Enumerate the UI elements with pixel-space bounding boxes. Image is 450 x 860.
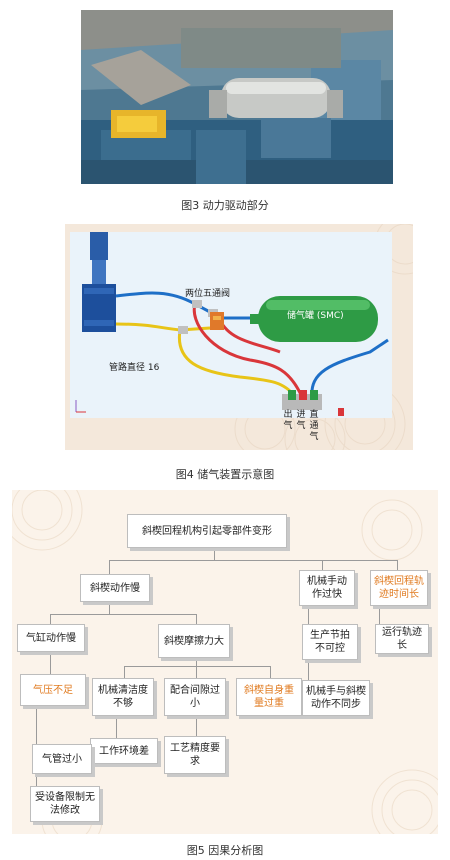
precision-box: 工艺精度要求 — [164, 736, 226, 774]
inlet-label: 进气 — [296, 410, 306, 431]
equip-limit-box: 受设备限制无法修改 — [30, 786, 100, 822]
diagram-panel — [70, 232, 392, 418]
figure5-caption: 图5 因果分析图 — [186, 844, 264, 857]
pipe-small-box: 气管过小 — [32, 744, 92, 774]
cylinder-slow-box: 气缸动作慢 — [17, 624, 85, 652]
air-storage-diagram: 两位五通阀 储气罐 (SMC) 管路直径 16 出气 进气 直通气 — [65, 224, 413, 450]
weight-box: 斜楔自身重量过重 — [236, 678, 302, 716]
figure3-caption: 图3 动力驱动部分 — [181, 199, 269, 212]
track-time-box: 斜楔回程轨迹时间长 — [370, 570, 428, 606]
robot-fast-box: 机械手动作过快 — [299, 570, 355, 606]
tank-label: 储气罐 (SMC) — [287, 311, 344, 321]
robot-sync-box: 机械手与斜楔动作不同步 — [302, 680, 370, 716]
direct-label: 直通气 — [309, 410, 319, 442]
valve-label: 两位五通阀 — [185, 289, 231, 299]
clean-box: 机械清洁度不够 — [92, 678, 154, 716]
pipe-label: 管路直径 16 — [109, 363, 160, 373]
track-long-box: 运行轨迹长 — [375, 624, 429, 654]
cylinder-rod — [90, 232, 108, 260]
outlet-label: 出气 — [283, 410, 293, 431]
power-drive-photo — [81, 10, 393, 184]
rhythm-box: 生产节拍不可控 — [302, 624, 358, 660]
figure4-caption: 图4 储气装置示意图 — [175, 468, 275, 481]
friction-box: 斜楔摩擦力大 — [158, 624, 230, 658]
env-box: 工作环境差 — [90, 738, 158, 764]
gap-box: 配合间隙过小 — [164, 678, 226, 716]
cause-effect-diagram: 斜楔回程机构引起零部件变形 斜楔动作慢 机械手动作过快 斜楔回程轨迹时间长 气缸… — [12, 490, 438, 834]
valve-icon — [210, 312, 224, 330]
pneumatic-schematic — [75, 232, 389, 416]
slow-action-box: 斜楔动作慢 — [80, 574, 150, 602]
root-box: 斜楔回程机构引起零部件变形 — [127, 514, 287, 548]
power-drive-photo-illustration — [81, 10, 393, 184]
pressure-box: 气压不足 — [20, 674, 86, 706]
